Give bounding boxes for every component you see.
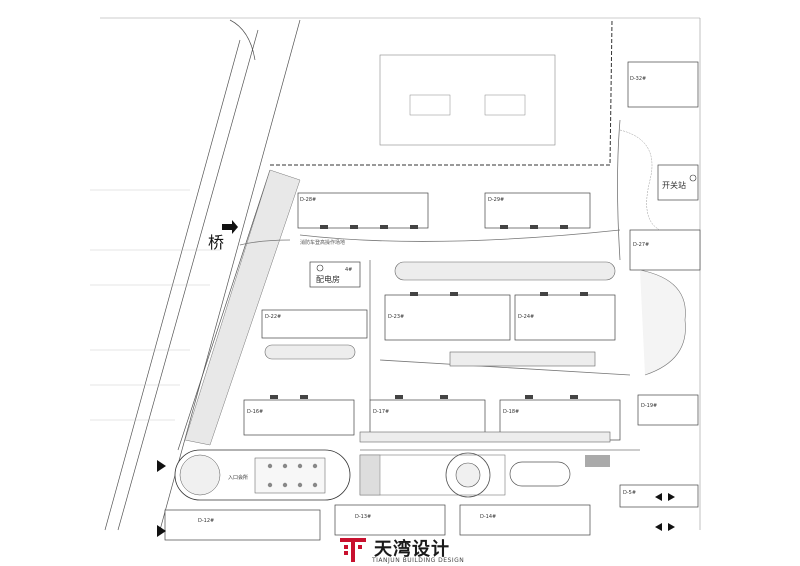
building-labels: D-28# D-29# D-32# D-27# D-22# D-23# D-24# D-16#…: [198, 76, 657, 524]
double-arrow-icon: [655, 493, 675, 501]
hatched-strips: [264, 261, 616, 443]
building-label: D-18#: [503, 409, 519, 415]
building-label: D-14#: [480, 514, 496, 520]
building-label: D-27#: [633, 242, 649, 248]
entrance-arrows: [157, 220, 675, 537]
upper-lot: [379, 54, 556, 146]
bridge-arrow-icon: [222, 220, 238, 234]
internal-roads: [239, 119, 640, 451]
building-label: D-12#: [198, 518, 214, 524]
logo-brand-en: TIANJUN BUILDING DESIGN: [372, 557, 465, 564]
building-label: D-29#: [488, 197, 504, 203]
power-room-outline: [309, 261, 361, 288]
logo-brand-cn: 天湾设计: [374, 539, 450, 560]
building-label: D-19#: [641, 403, 657, 409]
switch-station-outline: [657, 164, 699, 201]
building-label: D-32#: [630, 76, 646, 82]
logo-mark-icon: [340, 538, 366, 562]
building-label: D-28#: [300, 197, 316, 203]
power-room-number: 4#: [345, 267, 352, 273]
green-buffer: [184, 169, 301, 446]
building-label: D-16#: [247, 409, 263, 415]
building-label: D-24#: [518, 314, 534, 320]
site-boundary: [270, 19, 613, 166]
building-units: [270, 225, 588, 399]
margin-ticks: [90, 189, 220, 421]
power-room-label: 配电房: [316, 274, 340, 284]
central-plaza: [359, 452, 610, 498]
building-label: D-23#: [388, 314, 404, 320]
building-label: D-17#: [373, 409, 389, 415]
landscape-right: [639, 269, 686, 376]
building-label: D-5#: [623, 490, 636, 496]
brand-logo: 天湾设计 TIANJUN BUILDING DESIGN: [338, 535, 468, 565]
fire-road-label: 消防车登高操作场地: [300, 239, 345, 246]
double-arrow-lower-icon: [655, 523, 675, 531]
entrance-club-area: [174, 449, 351, 501]
building-label: D-22#: [265, 314, 281, 320]
switch-station-label: 开关站: [662, 180, 686, 190]
entrance-club-label: 入口会所: [228, 474, 248, 481]
building-label: D-13#: [355, 514, 371, 520]
entrance-arrow-icon: [157, 460, 166, 472]
bridge-label: 桥: [208, 233, 224, 252]
entrance-arrow-lower-icon: [157, 525, 166, 537]
